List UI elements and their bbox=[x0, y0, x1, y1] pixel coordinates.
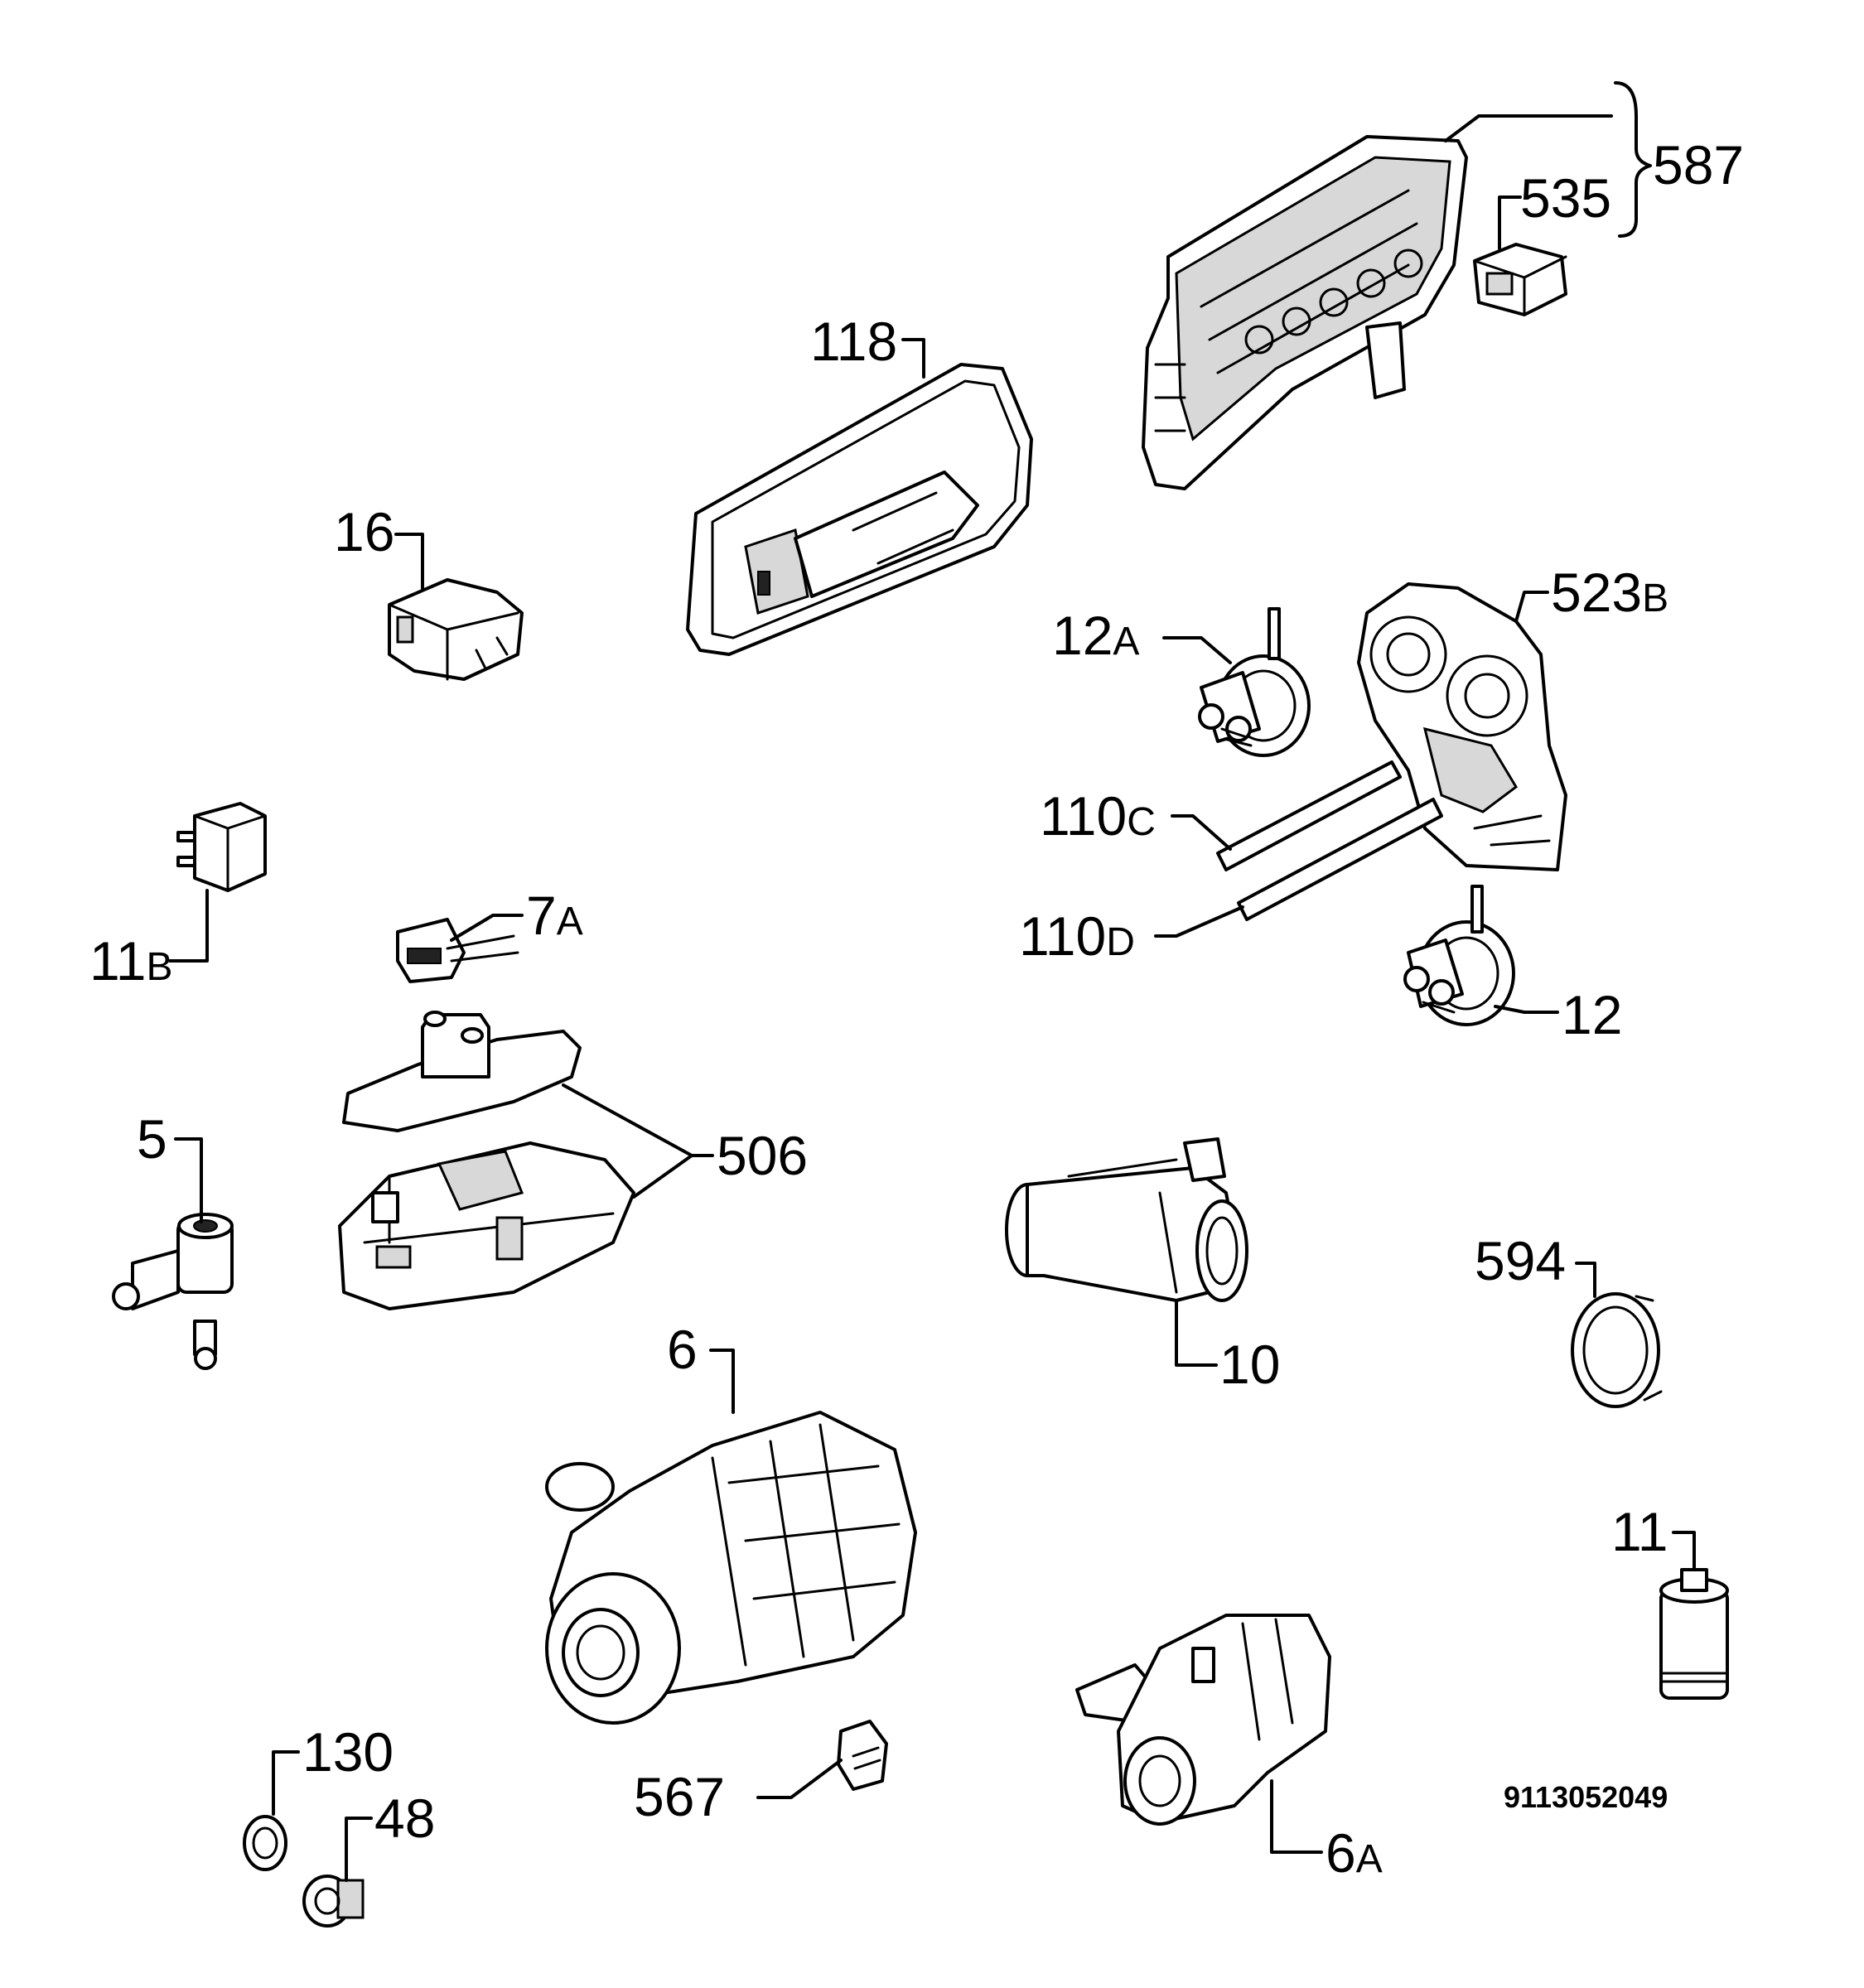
part-10-heater bbox=[1005, 1137, 1248, 1302]
part-118-dispenser bbox=[686, 363, 1033, 656]
leader-594 bbox=[1575, 1262, 1596, 1298]
label-523b: 523B bbox=[1551, 562, 1668, 623]
leader-48 bbox=[345, 1817, 373, 1882]
leader-110d bbox=[1154, 905, 1244, 938]
leader-118 bbox=[901, 338, 925, 379]
part-567-clip bbox=[837, 1720, 888, 1791]
leader-12 bbox=[1494, 1005, 1559, 1014]
leader-587 bbox=[1444, 114, 1613, 142]
part-11-capacitor bbox=[1659, 1568, 1729, 1700]
part-48-plug bbox=[302, 1875, 365, 1928]
label-11b: 11B bbox=[89, 930, 173, 992]
part-6-circulation-pump bbox=[545, 1411, 917, 1725]
label-5: 5 bbox=[137, 1108, 167, 1170]
label-12: 12 bbox=[1562, 984, 1622, 1045]
leader-lines bbox=[168, 81, 1696, 1882]
part-6a-drain-pump bbox=[1075, 1614, 1331, 1826]
part-130-seal-ring bbox=[243, 1815, 287, 1871]
label-10: 10 bbox=[1219, 1334, 1280, 1395]
part-7a-sensor bbox=[396, 918, 519, 983]
leader-523b bbox=[1514, 591, 1549, 623]
label-535: 535 bbox=[1520, 167, 1611, 229]
part-587-control-board bbox=[1142, 135, 1468, 490]
label-130: 130 bbox=[302, 1721, 394, 1783]
leader-567 bbox=[756, 1759, 843, 1799]
label-16: 16 bbox=[334, 501, 394, 562]
label-110c: 110C bbox=[1040, 785, 1156, 847]
part-110d-hose bbox=[1237, 798, 1443, 921]
label-587: 587 bbox=[1653, 134, 1744, 195]
part-523b-housing bbox=[1357, 582, 1567, 871]
part-16-switch bbox=[388, 578, 524, 681]
label-110d: 110D bbox=[1019, 905, 1135, 967]
label-6: 6 bbox=[667, 1319, 698, 1380]
leader-7a bbox=[450, 914, 524, 942]
leader-506a bbox=[562, 1083, 693, 1157]
leader-10 bbox=[1175, 1299, 1218, 1367]
leader-5 bbox=[174, 1137, 203, 1223]
label-567: 567 bbox=[634, 1766, 725, 1827]
part-506-float-base bbox=[338, 1141, 635, 1310]
label-11: 11 bbox=[1611, 1501, 1668, 1562]
brace-587 bbox=[1614, 81, 1652, 238]
leader-110c bbox=[1171, 814, 1232, 851]
label-7a: 7A bbox=[526, 885, 583, 946]
document-number: 9113052049 bbox=[1504, 1780, 1668, 1814]
part-110c-hose bbox=[1216, 760, 1402, 871]
label-12a: 12A bbox=[1052, 605, 1139, 666]
leader-11 bbox=[1672, 1531, 1696, 1570]
part-506-float-cover bbox=[342, 1011, 582, 1132]
label-506: 506 bbox=[717, 1125, 808, 1186]
label-594: 594 bbox=[1475, 1230, 1566, 1291]
leader-130 bbox=[272, 1750, 300, 1816]
leader-6a bbox=[1270, 1779, 1323, 1854]
leader-6 bbox=[709, 1349, 735, 1414]
label-6a: 6A bbox=[1326, 1822, 1383, 1884]
leader-11b bbox=[168, 889, 209, 963]
part-5-inlet-valve bbox=[112, 1213, 234, 1370]
part-11b-relay bbox=[176, 802, 267, 892]
leader-12a bbox=[1162, 636, 1232, 664]
leader-535 bbox=[1498, 195, 1522, 250]
part-594-cap bbox=[1571, 1292, 1663, 1408]
part-535-connector bbox=[1473, 243, 1567, 316]
part-12a-pressure-switch bbox=[1198, 607, 1311, 757]
label-48: 48 bbox=[374, 1788, 435, 1849]
label-118: 118 bbox=[810, 311, 897, 372]
leader-506b bbox=[632, 1154, 714, 1199]
leader-16 bbox=[394, 533, 424, 590]
part-12-pressure-switch bbox=[1403, 885, 1515, 1026]
